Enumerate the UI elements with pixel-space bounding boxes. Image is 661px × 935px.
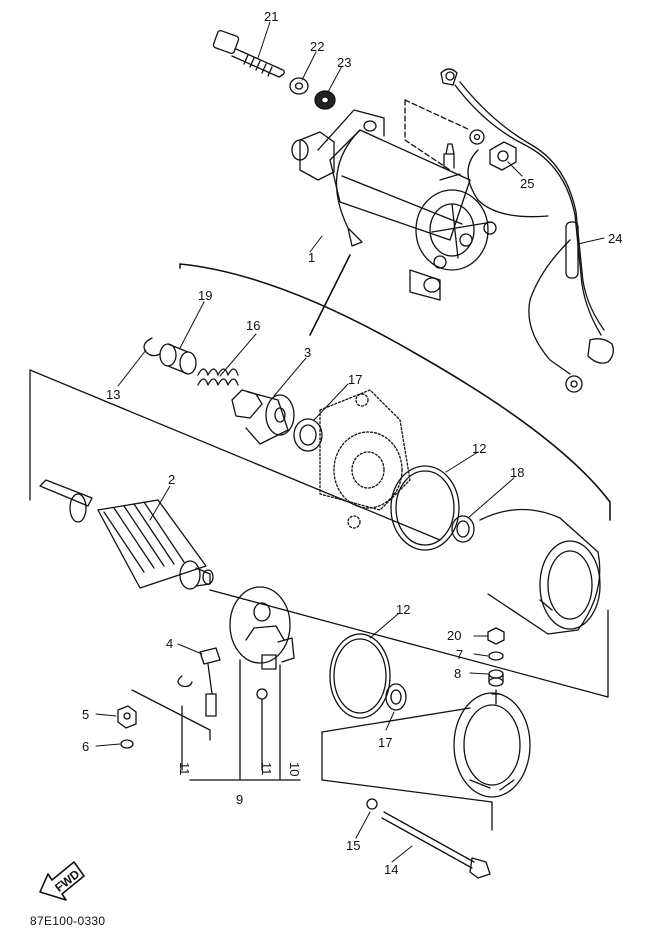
fwd-arrow-icon [39,861,85,901]
bolt-21 [212,29,285,78]
callout-12b: 12 [396,602,410,617]
washer-7 [488,651,504,661]
starter-clutch-3 [231,389,295,445]
callout-8: 8 [454,666,461,681]
starter-cable-24 [440,68,614,393]
callout-17b: 17 [378,735,392,750]
washer-22 [289,77,309,95]
rear-cover [453,689,531,798]
callout-7: 7 [456,647,463,662]
nut-25 [489,141,517,171]
yoke-housing [479,508,601,635]
through-bolt-14 [381,811,491,879]
armature-2 [39,479,214,590]
washer-6 [120,739,134,749]
callout-24: 24 [608,231,622,246]
nut-5 [117,705,137,729]
callout-14: 14 [384,862,398,877]
callout-25: 25 [520,176,534,191]
callout-12a: 12 [472,441,486,456]
o-ring-12b [329,633,391,719]
callout-1: 1 [308,250,315,265]
callout-17a: 17 [348,372,362,387]
spring-clip [177,675,193,688]
spring-16 [197,368,239,386]
front-cover [319,389,411,529]
callout-9: 9 [236,792,243,807]
washer-15 [366,798,378,810]
callout-11a: 11 [177,762,192,776]
thrust-washer-17a [293,418,323,452]
starter-motor-assembly-1 [291,109,497,301]
callout-4: 4 [166,636,173,651]
reference-code: 87E100-0330 [30,914,105,928]
circlip-13 [143,337,161,357]
callout-21: 21 [264,9,278,24]
brush-4 [199,647,221,717]
callout-20: 20 [447,628,461,643]
callout-3: 3 [304,345,311,360]
callout-18: 18 [510,465,524,480]
callout-22: 22 [310,39,324,54]
callout-23: 23 [337,55,351,70]
callout-5: 5 [82,707,89,722]
callout-10: 10 [287,762,302,776]
callout-13: 13 [106,387,120,402]
callout-11b: 11 [259,762,274,776]
callout-19: 19 [198,288,212,303]
washer-18 [451,515,475,543]
brush-holder-plate-9 [229,586,295,670]
callout-15: 15 [346,838,360,853]
insulator-8 [488,669,504,687]
small-nut [256,688,268,700]
callout-2: 2 [168,472,175,487]
o-ring-12a [390,465,460,551]
bushing-19 [159,343,197,375]
callout-6: 6 [82,739,89,754]
leader-lines [95,21,605,863]
nut-20 [487,627,505,645]
washer-23 [314,90,336,110]
thrust-washer-17b [385,683,407,711]
callout-16: 16 [246,318,260,333]
